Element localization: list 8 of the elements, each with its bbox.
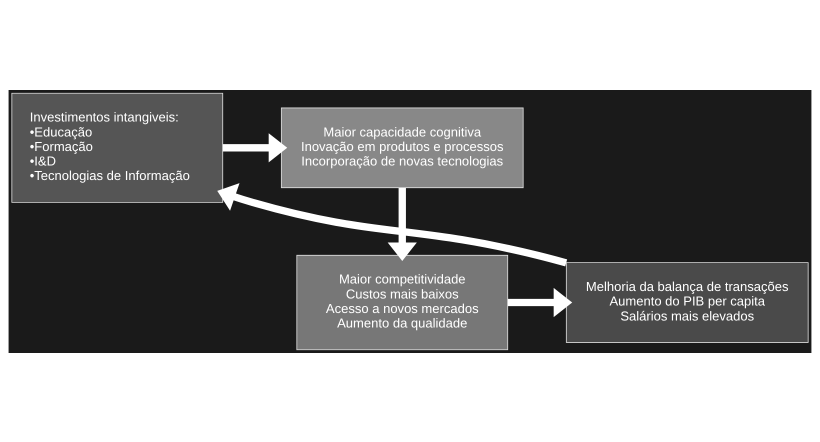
arrow [222, 132, 288, 162]
node-box: Maior competitividade Custos mais baixos Acesso a novos mercados Aumento da qualidade [296, 254, 508, 350]
arrow [388, 188, 417, 260]
arrow [508, 287, 572, 317]
node-box: Melhoria da balança de transações Aumento do PIB per capita Salários mais elevados [566, 262, 809, 342]
node-box: Investimentos intangiveis: •Educação •Formação •I&D •Tecnologias de Informação [11, 92, 224, 202]
arrow [217, 182, 568, 266]
node-box: Maior capacidade cognitiva Inovação em produtos e processos Incorporação de novas tecnologias [280, 107, 524, 188]
